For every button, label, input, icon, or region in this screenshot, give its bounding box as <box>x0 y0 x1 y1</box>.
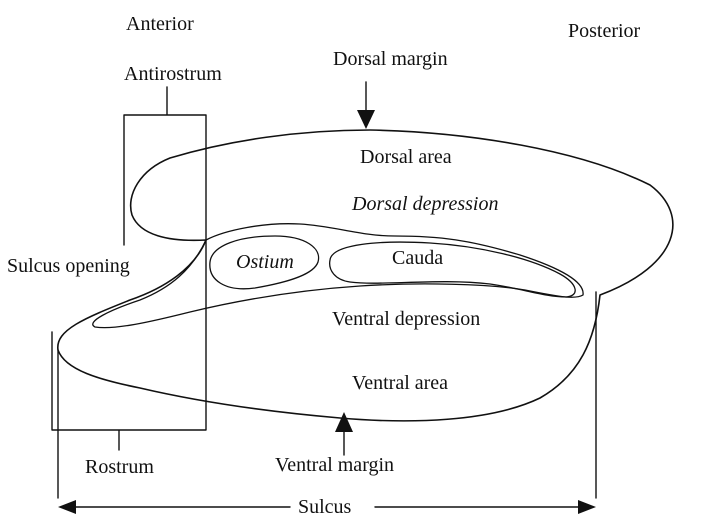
anterior-label: Anterior <box>126 13 194 35</box>
sulcus-label: Sulcus <box>298 496 352 518</box>
sulcus-opening-label: Sulcus opening <box>7 255 130 277</box>
posterior-label: Posterior <box>568 20 641 42</box>
dorsal-area-label: Dorsal area <box>360 146 452 168</box>
ventral-area-label: Ventral area <box>352 372 448 394</box>
antirostrum-label: Antirostrum <box>124 63 222 85</box>
rostrum-label: Rostrum <box>85 456 154 478</box>
dorsal-margin-label: Dorsal margin <box>333 48 448 70</box>
cauda-label: Cauda <box>392 247 443 269</box>
dorsal-margin-arrow <box>357 82 375 129</box>
ventral-depression-label: Ventral depression <box>332 308 480 330</box>
ostium-label: Ostium <box>236 251 294 273</box>
dorsal-depression-label: Dorsal depression <box>351 193 498 215</box>
ventral-margin-label: Ventral margin <box>275 454 394 476</box>
cauda-outline <box>330 242 576 297</box>
